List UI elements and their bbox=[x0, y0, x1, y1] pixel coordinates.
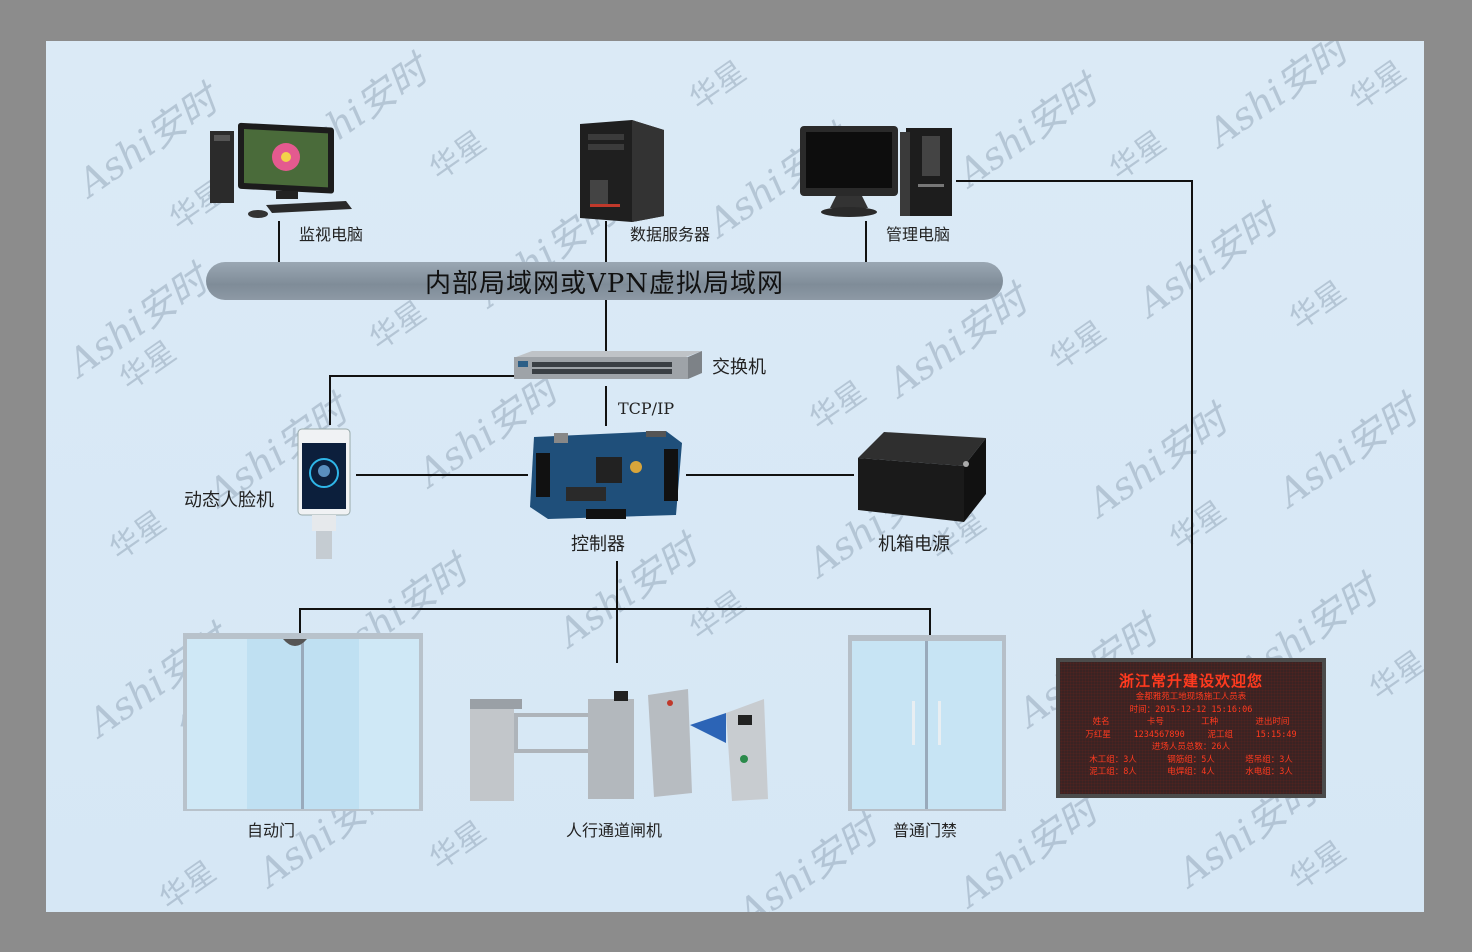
link-lan-switch bbox=[605, 299, 607, 351]
watermark: 华星 bbox=[1283, 274, 1353, 338]
link-face-controller bbox=[356, 474, 528, 476]
lan-bar: 内部局域网或VPN虚拟局域网 bbox=[206, 262, 1003, 300]
led-groups-row: 泥工组：8人 电焊组：4人 水电组：3人 bbox=[1089, 767, 1293, 777]
face-terminal-icon bbox=[297, 428, 351, 559]
watermark: Ashi安时 bbox=[1129, 197, 1286, 326]
monitor-pc-label: 监视电脑 bbox=[299, 225, 364, 244]
led-header-row: 姓名 卡号 工种 进出时间 bbox=[1092, 717, 1290, 727]
power-box-icon bbox=[858, 432, 986, 522]
watermark: 华星 bbox=[803, 374, 873, 438]
watermark: 华星 bbox=[153, 854, 223, 912]
auto-door-label: 自动门 bbox=[247, 821, 296, 840]
link-admin-led-v bbox=[1191, 180, 1193, 658]
watermark: 华星 bbox=[683, 54, 753, 118]
led-total: 进场人员总数：26人 bbox=[1151, 742, 1231, 752]
link-admin-led-h bbox=[956, 180, 1193, 182]
watermark: Ashi安时 bbox=[549, 527, 706, 656]
controller-label: 控制器 bbox=[571, 534, 625, 555]
link-admin-lan bbox=[865, 221, 867, 263]
link-server-lan bbox=[605, 221, 607, 263]
link-bus-autodoor bbox=[299, 608, 301, 638]
link-controller-power bbox=[686, 474, 854, 476]
watermark: Ashi安时 bbox=[949, 67, 1106, 196]
turnstile-icon bbox=[470, 689, 768, 801]
link-switch-face-h bbox=[329, 375, 514, 377]
link-switch-controller bbox=[605, 386, 607, 426]
data-server-label: 数据服务器 bbox=[630, 225, 711, 244]
watermark: 华星 bbox=[423, 124, 493, 188]
face-terminal-label: 动态人脸机 bbox=[184, 490, 274, 511]
diagram-canvas: Ashi安时 Ashi安时 Ashi安时 Ashi安时 Ashi安时 Ashi安… bbox=[46, 41, 1424, 912]
normal-door-label: 普通门禁 bbox=[893, 821, 958, 840]
link-monitor-lan bbox=[278, 221, 280, 263]
link-controller-bus bbox=[616, 561, 618, 663]
turnstile-label: 人行通道闸机 bbox=[566, 821, 663, 840]
watermark: Ashi安时 bbox=[69, 77, 226, 206]
watermark: Ashi安时 bbox=[1269, 387, 1424, 516]
watermark: Ashi安时 bbox=[1079, 397, 1236, 526]
watermark: 华星 bbox=[1343, 54, 1413, 118]
switch-label: 交换机 bbox=[712, 357, 766, 378]
led-record-row: 万红星 1234567890 泥工组 15:15:49 bbox=[1085, 729, 1297, 740]
protocol-label: TCP/IP bbox=[618, 399, 675, 418]
link-bus-normaldoor bbox=[929, 608, 931, 638]
led-groups-row: 木工组：3人 钢筋组：5人 塔吊组：3人 bbox=[1089, 754, 1293, 765]
switch-icon bbox=[514, 351, 702, 379]
auto-door-icon bbox=[183, 633, 423, 811]
led-title: 浙江常升建设欢迎您 bbox=[1118, 672, 1263, 690]
normal-door-icon bbox=[848, 635, 1006, 811]
watermark: Ashi安时 bbox=[59, 257, 216, 386]
watermark: 华星 bbox=[1163, 494, 1233, 558]
watermark: 华星 bbox=[683, 584, 753, 648]
watermark: 华星 bbox=[113, 334, 183, 398]
watermark: Ashi安时 bbox=[729, 807, 886, 912]
watermark: 华星 bbox=[1363, 644, 1424, 708]
watermark: 华星 bbox=[423, 814, 493, 878]
led-display-board: 浙江常升建设欢迎您 金都雅苑工地现场施工人员表 时间：2015-12-12 15… bbox=[1056, 658, 1326, 798]
watermark: 华星 bbox=[1283, 834, 1353, 898]
bus-horizontal bbox=[299, 608, 931, 610]
controller-icon bbox=[530, 431, 682, 519]
led-subtitle: 金都雅苑工地现场施工人员表 bbox=[1135, 692, 1247, 702]
lan-label: 内部局域网或VPN虚拟局域网 bbox=[424, 268, 785, 299]
data-server-icon bbox=[580, 120, 664, 222]
admin-pc-icon bbox=[800, 126, 952, 217]
admin-pc-label: 管理电脑 bbox=[886, 225, 951, 244]
watermark: 华星 bbox=[103, 504, 173, 568]
monitor-pc-icon bbox=[210, 122, 352, 218]
link-switch-face-v bbox=[329, 375, 331, 425]
watermark: 华星 bbox=[1043, 314, 1113, 378]
watermark: Ashi安时 bbox=[1199, 41, 1356, 156]
power-box-label: 机箱电源 bbox=[878, 534, 950, 555]
led-time-row: 时间：2015-12-12 15:16:06 bbox=[1129, 704, 1253, 715]
watermark: 华星 bbox=[1103, 124, 1173, 188]
